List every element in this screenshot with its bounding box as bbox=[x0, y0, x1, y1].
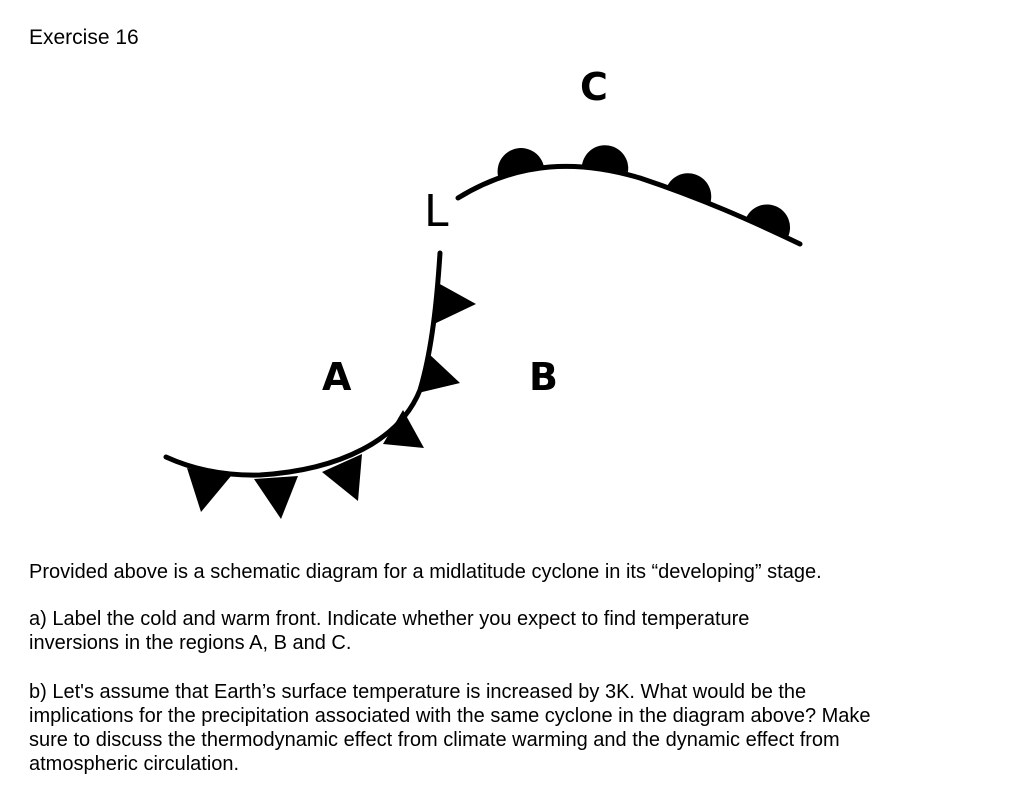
cold-front-triangle-4 bbox=[322, 454, 362, 501]
cold-front bbox=[163, 250, 476, 519]
warm-front-bump-1 bbox=[497, 148, 544, 176]
question-b-paragraph: b) Let's assume that Earth’s surface tem… bbox=[29, 680, 1004, 776]
warm-front-line bbox=[455, 163, 803, 247]
region-label-c: C bbox=[580, 65, 608, 109]
intro-text: Provided above is a schematic diagram fo… bbox=[29, 561, 822, 583]
question-a-line-1: a) Label the cold and warm front. Indica… bbox=[29, 608, 750, 630]
cold-front-triangle-5 bbox=[254, 476, 298, 519]
cold-front-line bbox=[163, 250, 443, 478]
warm-front bbox=[455, 145, 803, 247]
cyclone-diagram: L A B C bbox=[163, 65, 803, 519]
low-pressure-label: L bbox=[424, 186, 449, 237]
question-a-line-2: inversions in the regions A, B and C. bbox=[29, 632, 352, 654]
region-label-b: B bbox=[529, 355, 558, 399]
cold-front-triangle-1 bbox=[434, 283, 476, 324]
warm-front-bump-3 bbox=[666, 173, 712, 204]
question-b-line-4: atmospheric circulation. bbox=[29, 753, 240, 775]
question-a-paragraph: a) Label the cold and warm front. Indica… bbox=[29, 607, 1004, 655]
intro-paragraph: Provided above is a schematic diagram fo… bbox=[29, 560, 1004, 584]
question-b-line-1: b) Let's assume that Earth’s surface tem… bbox=[29, 681, 807, 703]
exercise-title: Exercise 16 bbox=[29, 26, 139, 49]
cold-front-triangle-6 bbox=[187, 468, 231, 512]
question-b-line-3: sure to discuss the thermodynamic effect… bbox=[29, 729, 840, 751]
warm-front-bump-4 bbox=[746, 204, 791, 237]
region-label-a: A bbox=[322, 355, 352, 399]
warm-front-bump-2 bbox=[582, 145, 629, 172]
cold-front-triangle-2 bbox=[418, 353, 460, 393]
question-b-line-2: implications for the precipitation assoc… bbox=[29, 705, 871, 727]
cold-front-triangle-3 bbox=[383, 410, 424, 448]
